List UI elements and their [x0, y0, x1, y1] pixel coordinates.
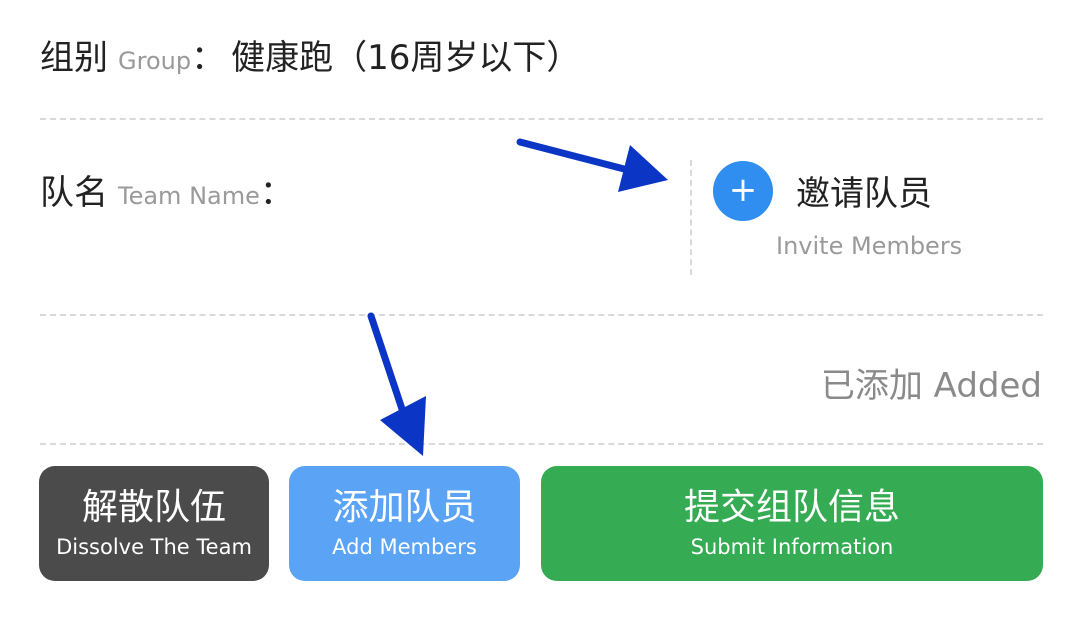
team-name-label-cn: 队名 — [40, 173, 108, 213]
invite-members-label-cn: 邀请队员 — [796, 174, 932, 214]
team-name-row: 队名 Team Name ： — [40, 165, 300, 214]
added-members-label: 已添加 Added — [820, 366, 1042, 406]
submit-information-label-en: Submit Information — [690, 534, 894, 559]
dissolve-team-label-cn: 解散队伍 — [81, 486, 226, 528]
group-colon: ： — [191, 38, 226, 78]
add-members-button[interactable]: 添加队员 Add Members — [289, 466, 520, 581]
divider — [40, 314, 1043, 316]
arrow-to-add-members-icon — [367, 312, 426, 456]
dissolve-team-button[interactable]: 解散队伍 Dissolve The Team — [39, 466, 269, 581]
invite-members-label-en: Invite Members — [776, 232, 963, 260]
group-value: 健康跑（16周岁以下） — [231, 38, 581, 78]
team-name-label-en: Team Name — [118, 182, 260, 210]
vertical-divider — [690, 160, 692, 275]
add-members-label-en: Add Members — [332, 534, 477, 559]
team-name-colon: ： — [259, 173, 294, 213]
divider — [40, 443, 1043, 445]
arrow-to-invite-icon — [516, 138, 668, 192]
invite-members-button[interactable]: + 邀请队员 Invite Members — [712, 158, 1042, 268]
add-members-label-cn: 添加队员 — [332, 486, 477, 528]
submit-information-button[interactable]: 提交组队信息 Submit Information — [541, 466, 1043, 581]
dissolve-team-label-en: Dissolve The Team — [56, 534, 252, 559]
group-row: 组别 Group ： 健康跑（16周岁以下） — [40, 30, 580, 86]
divider — [40, 118, 1043, 120]
group-label-cn: 组别 — [40, 38, 108, 78]
plus-icon[interactable]: + — [713, 161, 773, 221]
group-label-en: Group — [118, 47, 192, 75]
submit-information-label-cn: 提交组队信息 — [683, 486, 900, 528]
